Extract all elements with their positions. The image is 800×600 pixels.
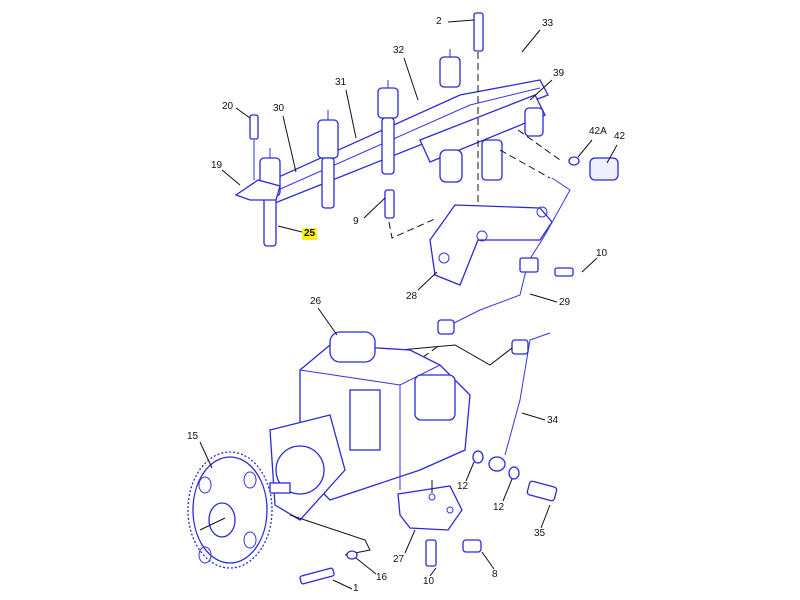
callout-2[interactable]: 2 xyxy=(436,16,442,27)
leader-lines xyxy=(199,19,618,590)
callout-12-left[interactable]: 12 xyxy=(457,481,469,492)
bolt-10-top xyxy=(554,267,574,277)
callout-32[interactable]: 32 xyxy=(393,45,405,56)
pressure-sensor xyxy=(589,157,619,181)
callout-34[interactable]: 34 xyxy=(547,415,559,426)
callout-39[interactable]: 39 xyxy=(553,68,565,79)
bolt-20 xyxy=(249,114,259,140)
bolt-2 xyxy=(473,12,484,52)
injector-clamp xyxy=(234,179,281,201)
mounting-bracket xyxy=(429,204,553,286)
callout-42[interactable]: 42 xyxy=(614,131,626,142)
pump-gear xyxy=(187,451,273,569)
bolt-9 xyxy=(384,189,395,219)
callout-33[interactable]: 33 xyxy=(542,18,554,29)
bolt-1 xyxy=(299,567,335,585)
callout-29[interactable]: 29 xyxy=(559,297,571,308)
callout-26[interactable]: 26 xyxy=(310,296,322,307)
callout-25-highlighted[interactable]: 25 xyxy=(302,228,318,240)
callout-12-right[interactable]: 12 xyxy=(493,502,505,513)
callout-20[interactable]: 20 xyxy=(222,101,234,112)
callout-30[interactable]: 30 xyxy=(273,103,285,114)
callout-10-top[interactable]: 10 xyxy=(596,248,608,259)
callout-28[interactable]: 28 xyxy=(406,291,418,302)
bolt-8 xyxy=(462,539,482,553)
callout-8[interactable]: 8 xyxy=(492,569,498,580)
callout-10-bottom[interactable]: 10 xyxy=(423,576,435,587)
injection-pump xyxy=(269,331,471,521)
callout-42a[interactable]: 42A xyxy=(589,126,607,137)
callout-35[interactable]: 35 xyxy=(534,528,546,539)
fuel-pipe-34 xyxy=(504,332,551,456)
callout-1[interactable]: 1 xyxy=(353,583,359,594)
fuel-rail xyxy=(248,79,549,206)
banjo-bolt-35 xyxy=(526,480,558,502)
callout-19[interactable]: 19 xyxy=(211,160,223,171)
callout-9[interactable]: 9 xyxy=(353,216,359,227)
bolt-10-bottom xyxy=(425,539,437,567)
callout-27[interactable]: 27 xyxy=(393,554,405,565)
callout-15[interactable]: 15 xyxy=(187,431,199,442)
callout-31[interactable]: 31 xyxy=(335,77,347,88)
callout-16[interactable]: 16 xyxy=(376,572,388,583)
injectors xyxy=(259,49,461,247)
mounting-plate xyxy=(397,485,463,531)
